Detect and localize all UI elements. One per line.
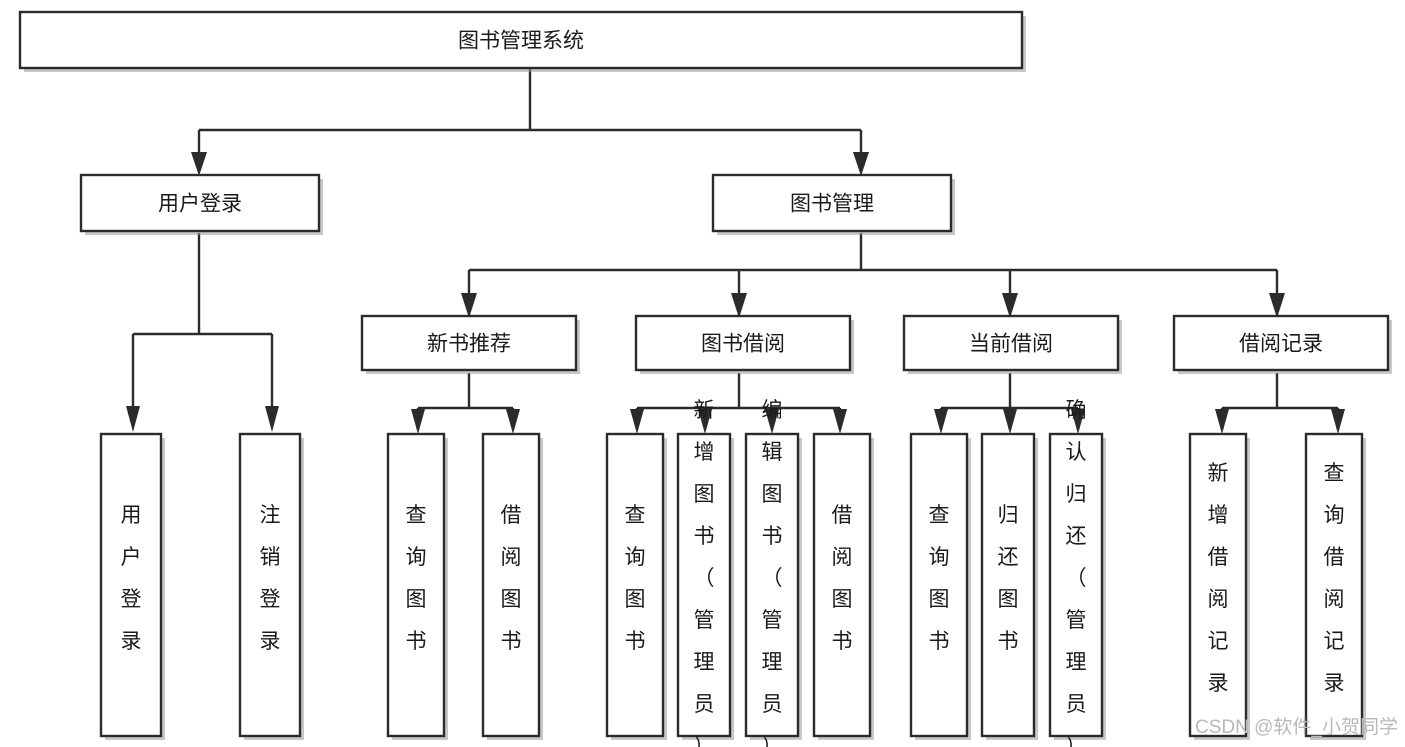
leaf-query-book-1-label: 查询图书 bbox=[406, 504, 427, 653]
leaf-borrow-book-1[interactable]: 借阅图书 bbox=[481, 432, 543, 740]
leaf-add-book-label: 新增图书（管理员） bbox=[694, 399, 715, 747]
node-book-manage-label: 图书管理 bbox=[790, 193, 874, 216]
leaf-user-login-label: 用户登录 bbox=[121, 504, 142, 653]
node-borrow-record-rect bbox=[1172, 314, 1390, 372]
arrow-book-manage bbox=[853, 152, 869, 176]
leaf-query-book-1[interactable]: 查询图书 bbox=[386, 432, 448, 740]
node-root-rect bbox=[18, 10, 1024, 70]
arrow-borrow-record bbox=[1269, 293, 1285, 318]
arrow-leaf-borrow-book-1 bbox=[506, 409, 520, 434]
leaf-confirm-return-label: 确认归还（管理员） bbox=[1066, 399, 1087, 747]
arrow-leaf-logout bbox=[265, 406, 279, 432]
leaf-logout-rect bbox=[238, 432, 302, 738]
leaf-user-login-rect bbox=[99, 432, 163, 738]
arrow-user-login bbox=[191, 152, 207, 176]
node-user-login-label: 用户登录 bbox=[158, 193, 242, 216]
arrow-leaf-query-book-3 bbox=[934, 409, 948, 434]
leaf-query-book-2-label: 查询图书 bbox=[625, 504, 646, 653]
node-user-login-rect bbox=[79, 173, 321, 233]
csdn-watermark: CSDN @软件_小贺同学 bbox=[1195, 716, 1398, 738]
node-current-borrow[interactable]: 当前借阅 bbox=[902, 314, 1122, 374]
leaf-add-record-label: 新增借阅记录 bbox=[1208, 462, 1229, 695]
node-user-login[interactable]: 用户登录 bbox=[79, 173, 323, 235]
leaf-query-book-2-rect bbox=[605, 432, 665, 738]
leaf-borrow-book-2-label: 借阅图书 bbox=[832, 504, 853, 653]
node-book-borrow[interactable]: 图书借阅 bbox=[634, 314, 854, 374]
leaf-confirm-return[interactable]: 确认归还（管理员） bbox=[1048, 399, 1106, 747]
leaf-edit-book-label: 编辑图书（管理员） bbox=[762, 399, 783, 747]
connector-layer bbox=[126, 69, 1345, 434]
node-new-book-recommend-rect bbox=[360, 314, 578, 372]
leaf-query-record-rect bbox=[1304, 432, 1364, 738]
leaf-edit-book-rect bbox=[744, 432, 800, 738]
leaf-user-login[interactable]: 用户登录 bbox=[99, 432, 165, 740]
node-borrow-record-label: 借阅记录 bbox=[1239, 333, 1323, 356]
arrow-leaf-edit-book bbox=[765, 409, 779, 434]
leaf-query-book-3-label: 查询图书 bbox=[929, 504, 950, 653]
node-current-borrow-label: 当前借阅 bbox=[969, 333, 1053, 356]
node-book-manage-rect bbox=[711, 173, 953, 233]
node-new-book-recommend-label: 新书推荐 bbox=[427, 333, 511, 356]
leaf-add-book[interactable]: 新增图书（管理员） bbox=[676, 399, 734, 747]
arrow-leaf-user-login bbox=[126, 406, 140, 432]
leaf-query-book-2[interactable]: 查询图书 bbox=[605, 432, 667, 740]
leaf-borrow-book-2[interactable]: 借阅图书 bbox=[812, 432, 874, 740]
leaf-query-book-1-rect bbox=[386, 432, 446, 738]
arrow-leaf-query-book-1 bbox=[411, 409, 425, 434]
leaf-logout-label: 注销登录 bbox=[260, 504, 281, 653]
node-book-borrow-label: 图书借阅 bbox=[701, 333, 785, 356]
arrow-leaf-add-record bbox=[1215, 409, 1229, 434]
arrow-leaf-add-book bbox=[698, 409, 712, 434]
leaf-query-record-label: 查询借阅记录 bbox=[1324, 462, 1345, 695]
leaf-add-record[interactable]: 新增借阅记录 bbox=[1188, 432, 1250, 740]
arrow-leaf-query-record bbox=[1331, 409, 1345, 434]
node-book-borrow-rect bbox=[634, 314, 852, 372]
node-root-label: 图书管理系统 bbox=[458, 30, 584, 53]
leaf-query-book-3[interactable]: 查询图书 bbox=[909, 432, 971, 740]
leaf-add-book-rect bbox=[676, 432, 732, 738]
arrow-leaf-confirm-return bbox=[1071, 409, 1085, 434]
leaf-query-book-3-rect bbox=[909, 432, 969, 738]
arrow-leaf-query-book-2 bbox=[630, 409, 644, 434]
arrow-book-borrow bbox=[731, 293, 747, 318]
node-root[interactable]: 图书管理系统 bbox=[18, 10, 1026, 72]
leaf-borrow-book-2-rect bbox=[812, 432, 872, 738]
node-book-manage[interactable]: 图书管理 bbox=[711, 173, 955, 235]
arrow-new-book-recommend bbox=[461, 293, 477, 318]
leaf-query-record[interactable]: 查询借阅记录 bbox=[1304, 432, 1366, 740]
arrow-leaf-borrow-book-2 bbox=[833, 409, 847, 434]
leaf-edit-book[interactable]: 编辑图书（管理员） bbox=[744, 399, 802, 747]
leaf-return-book-label: 归还图书 bbox=[998, 504, 1019, 653]
leaf-logout[interactable]: 注销登录 bbox=[238, 432, 304, 740]
node-current-borrow-rect bbox=[902, 314, 1120, 372]
leaf-borrow-book-1-rect bbox=[481, 432, 541, 738]
leaf-borrow-book-1-label: 借阅图书 bbox=[501, 504, 522, 653]
node-new-book-recommend[interactable]: 新书推荐 bbox=[360, 314, 580, 374]
arrow-leaf-return-book bbox=[1003, 409, 1017, 434]
leaf-return-book-rect bbox=[980, 432, 1036, 738]
leaf-return-book[interactable]: 归还图书 bbox=[980, 432, 1038, 740]
arrow-current-borrow bbox=[1002, 293, 1018, 318]
node-borrow-record[interactable]: 借阅记录 bbox=[1172, 314, 1392, 374]
leaf-confirm-return-rect bbox=[1048, 432, 1104, 738]
leaf-add-record-rect bbox=[1188, 432, 1248, 738]
